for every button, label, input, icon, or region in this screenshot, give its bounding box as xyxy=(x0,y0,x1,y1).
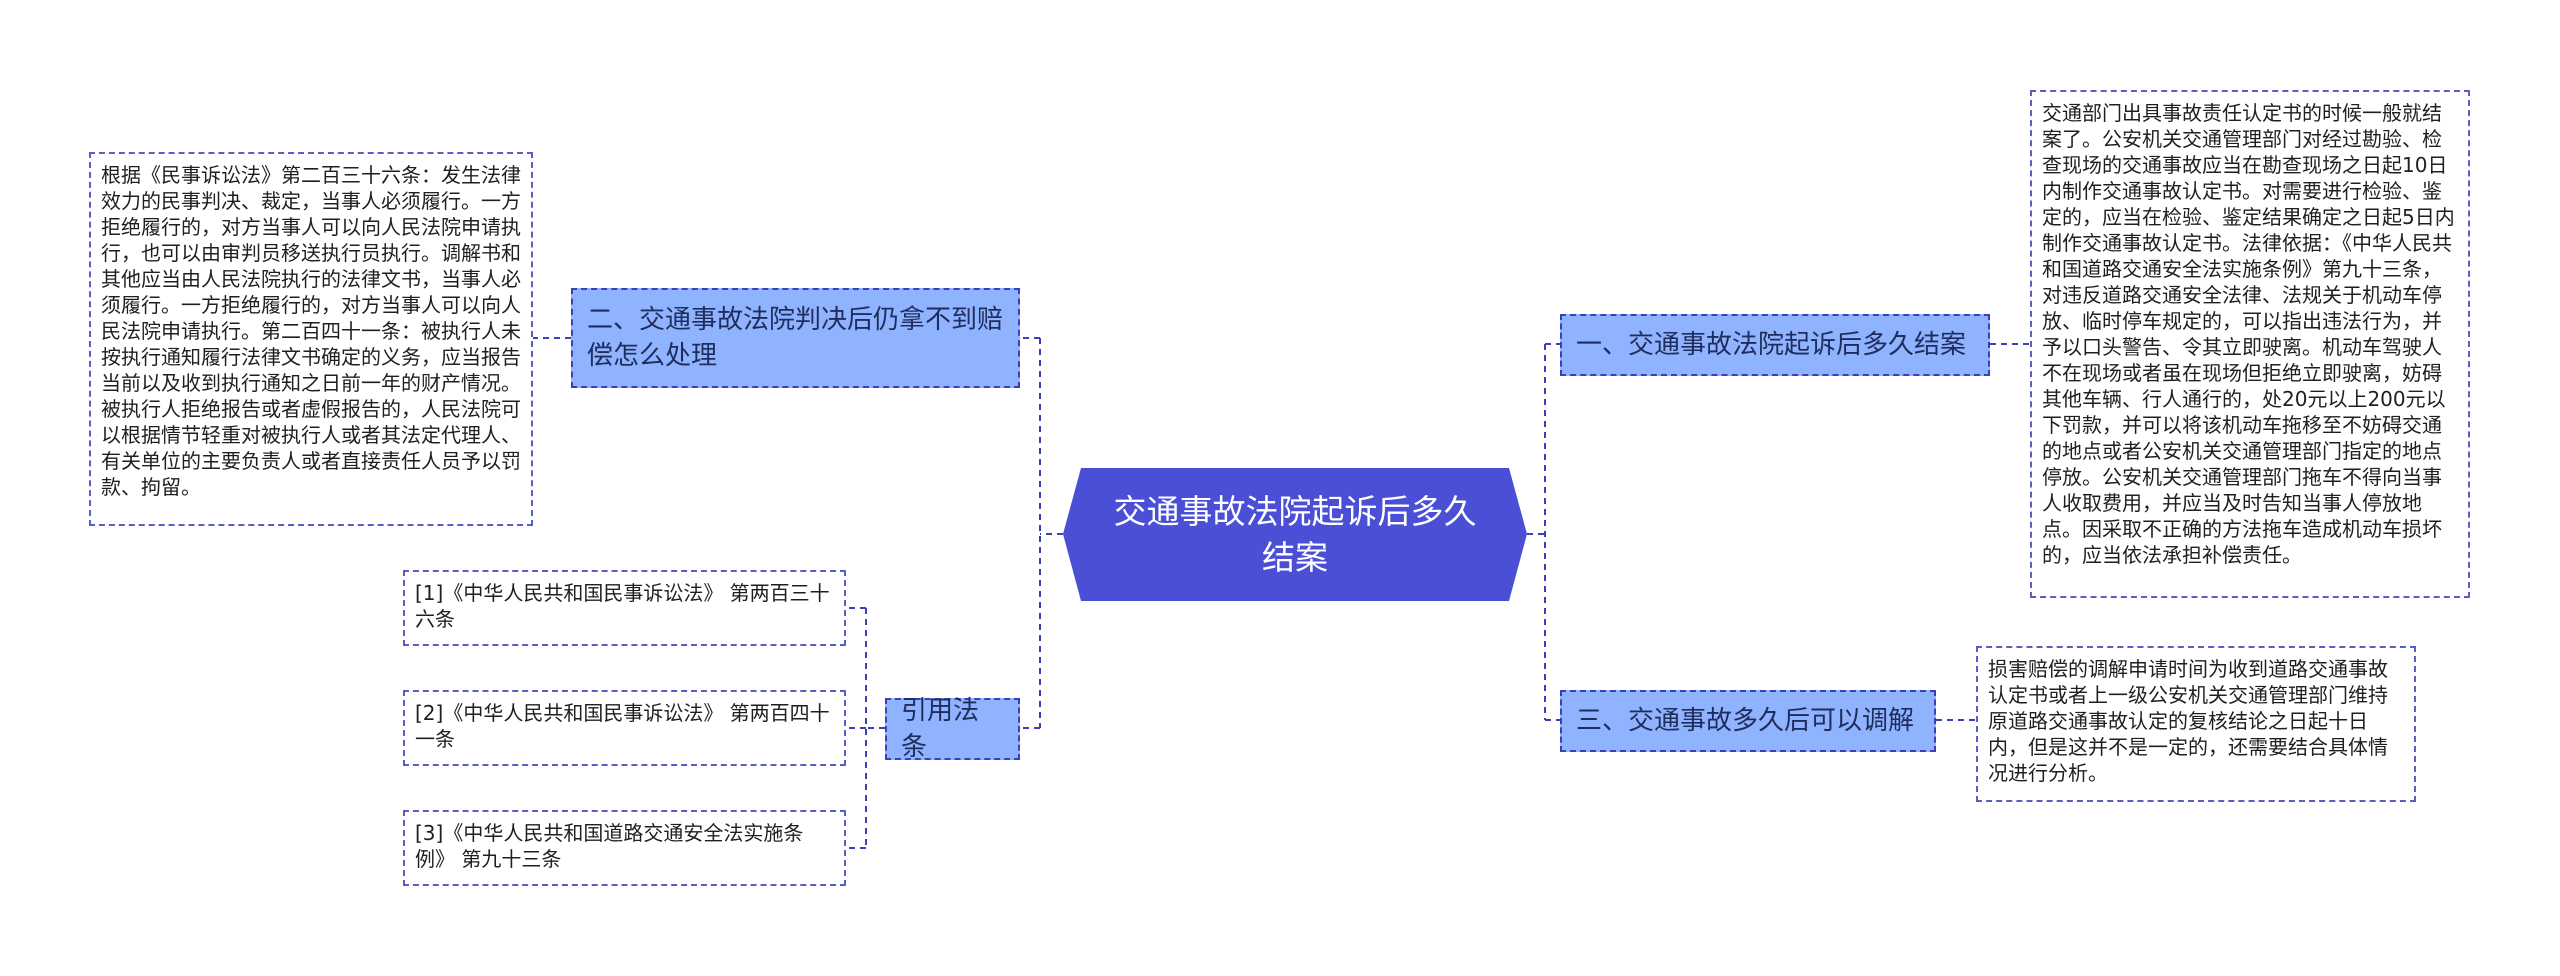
central-topic-shape xyxy=(1063,468,1527,601)
branch-node-3[interactable]: 三、交通事故多久后可以调解 xyxy=(1560,690,1936,752)
leaf-node-5[interactable]: [2]《中华人民共和国民事诉讼法》 第两百四十一条 xyxy=(403,690,846,766)
leaf-node-6-text: [3]《中华人民共和国道路交通安全法实施条例》 第九十三条 xyxy=(415,821,804,871)
leaf-node-2[interactable]: 根据《民事诉讼法》第二百三十六条：发生法律效力的民事判决、裁定，当事人必须履行。… xyxy=(89,152,533,526)
branch-node-2-label: 二、交通事故法院判决后仍拿不到赔偿怎么处理 xyxy=(587,305,1004,371)
branch-node-3-label: 三、交通事故多久后可以调解 xyxy=(1576,706,1915,736)
branch-node-2[interactable]: 二、交通事故法院判决后仍拿不到赔偿怎么处理 xyxy=(571,288,1020,388)
leaf-node-2-text: 根据《民事诉讼法》第二百三十六条：发生法律效力的民事判决、裁定，当事人必须履行。… xyxy=(101,163,521,499)
branch-node-4-label: 引用法条 xyxy=(901,696,980,762)
branch-node-1[interactable]: 一、交通事故法院起诉后多久结案 xyxy=(1560,314,1990,376)
branch-node-4[interactable]: 引用法条 xyxy=(885,696,1020,762)
leaf-node-5-text: [2]《中华人民共和国民事诉讼法》 第两百四十一条 xyxy=(415,701,830,751)
leaf-node-3-text: 损害赔偿的调解申请时间为收到道路交通事故认定书或者上一级公安机关交通管理部门维持… xyxy=(1988,657,2388,785)
leaf-node-4[interactable]: [1]《中华人民共和国民事诉讼法》 第两百三十六条 xyxy=(403,570,846,646)
leaf-node-3[interactable]: 损害赔偿的调解申请时间为收到道路交通事故认定书或者上一级公安机关交通管理部门维持… xyxy=(1976,646,2416,802)
branch-node-1-label: 一、交通事故法院起诉后多久结案 xyxy=(1576,330,1967,360)
leaf-node-4-text: [1]《中华人民共和国民事诉讼法》 第两百三十六条 xyxy=(415,581,830,631)
central-topic[interactable]: 交通事故法院起诉后多久结案 xyxy=(1063,468,1527,601)
leaf-node-6[interactable]: [3]《中华人民共和国道路交通安全法实施条例》 第九十三条 xyxy=(403,810,846,886)
leaf-node-1[interactable]: 交通部门出具事故责任认定书的时候一般就结案了。公安机关交通管理部门对经过勘验、检… xyxy=(2030,90,2470,598)
leaf-node-1-text: 交通部门出具事故责任认定书的时候一般就结案了。公安机关交通管理部门对经过勘验、检… xyxy=(2042,101,2455,567)
central-topic-title: 交通事故法院起诉后多久结案 xyxy=(1113,491,1477,577)
